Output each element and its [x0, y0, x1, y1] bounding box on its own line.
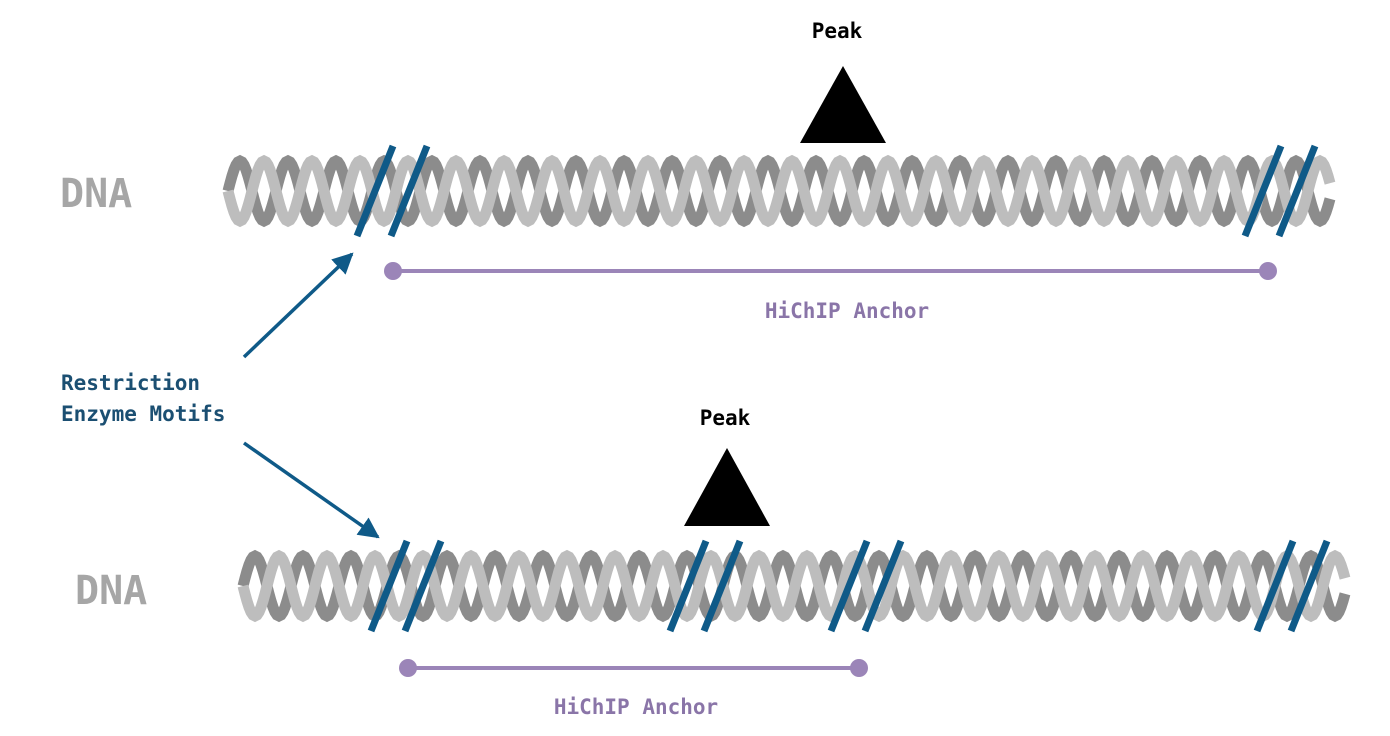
dna-label-2: DNA: [75, 568, 147, 614]
restriction-label-line2: Enzyme Motifs: [61, 402, 225, 426]
dna-label-1: DNA: [60, 171, 132, 217]
dna-strand-front: [237, 549, 1351, 623]
anchor-label-2: HiChIP Anchor: [554, 695, 718, 719]
anchor-start-dot-2: [399, 659, 417, 677]
restriction-motif-stroke: [1287, 539, 1331, 633]
motif-group-2: [367, 539, 1331, 633]
dna-strand-front: [222, 154, 1336, 228]
hichip-anchor-1: [384, 262, 1277, 280]
dna-helix-1: [222, 154, 1336, 228]
restriction-motif-stroke: [1241, 144, 1285, 238]
restriction-label-line1: Restriction: [61, 371, 200, 395]
restriction-motif-stroke: [353, 144, 397, 238]
motif-group-1: [353, 144, 1319, 238]
peak-label-2: Peak: [700, 406, 751, 430]
row-2: DNA Peak HiChIP Anchor: [75, 406, 1351, 719]
restriction-motif-stroke: [401, 539, 445, 633]
peak-marker-1: [800, 66, 886, 143]
restriction-motif-stroke: [827, 539, 871, 633]
peak-marker-2: [684, 448, 770, 526]
restriction-motif-stroke: [367, 539, 411, 633]
arrow-to-row2-motif: [242, 441, 380, 539]
hichip-anchor-2: [399, 659, 868, 677]
anchor-end-dot-2: [850, 659, 868, 677]
restriction-motif-stroke: [666, 539, 710, 633]
peak-label-1: Peak: [812, 19, 863, 43]
row-1: DNA Peak HiChIP Anchor: [60, 19, 1336, 323]
dna-helix-2: [237, 549, 1351, 623]
restriction-motif-stroke: [1253, 539, 1297, 633]
arrow-to-row1-motif: [242, 252, 354, 359]
restriction-enzyme-callout: Restriction Enzyme Motifs: [61, 252, 380, 539]
restriction-motif-stroke: [1275, 144, 1319, 238]
restriction-motif-stroke: [387, 144, 431, 238]
anchor-label-1: HiChIP Anchor: [765, 299, 929, 323]
restriction-motif-stroke: [700, 539, 744, 633]
restriction-motif-stroke: [861, 539, 905, 633]
anchor-start-dot-1: [384, 262, 402, 280]
anchor-end-dot-1: [1259, 262, 1277, 280]
